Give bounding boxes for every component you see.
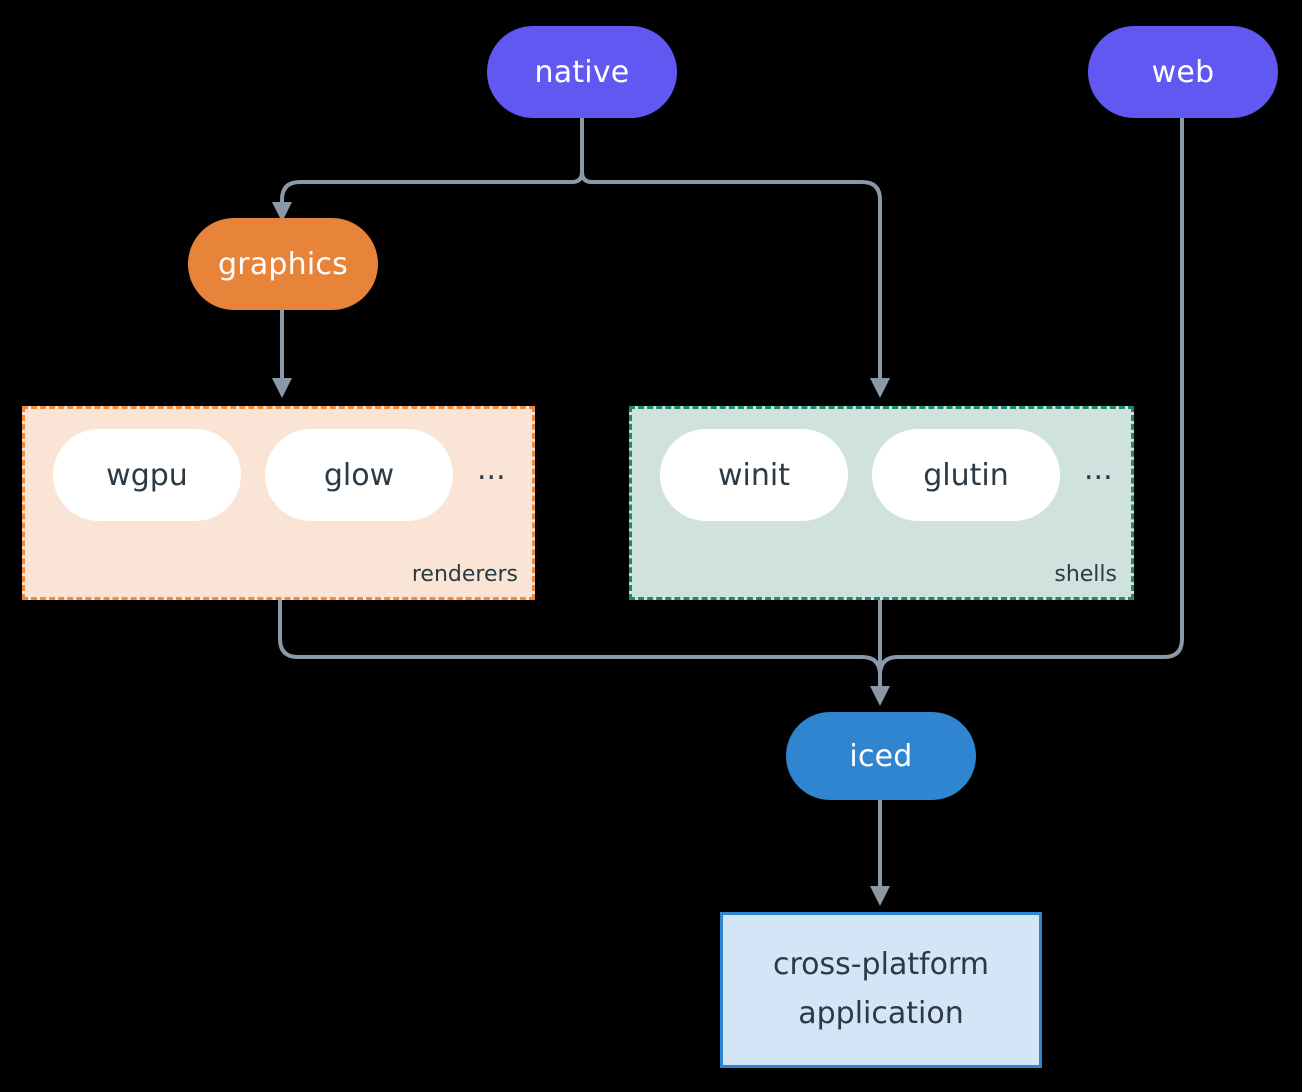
group-renderers[interactable]: wgpu glow ... renderers — [22, 406, 535, 600]
shells-more-ellipsis: ... — [1084, 452, 1113, 487]
node-web[interactable]: web — [1088, 26, 1278, 118]
group-shells-label: shells — [1054, 562, 1117, 587]
group-shells-items: winit glutin ... — [632, 429, 1131, 521]
node-iced[interactable]: iced — [786, 712, 976, 800]
edge-web-to-iced — [878, 116, 1184, 690]
node-iced-label: iced — [849, 738, 913, 774]
chip-wgpu[interactable]: wgpu — [53, 429, 241, 521]
chip-winit[interactable]: winit — [660, 429, 848, 521]
node-application-label-line-2: application — [798, 996, 964, 1031]
group-shells[interactable]: winit glutin ... shells — [629, 406, 1134, 600]
edge-native-to-graphics — [280, 170, 584, 212]
group-renderers-label: renderers — [411, 562, 518, 587]
chip-glutin[interactable]: glutin — [872, 429, 1060, 521]
chip-glow[interactable]: glow — [265, 429, 453, 521]
edge-renderers-to-iced — [278, 598, 882, 690]
edge-native-split — [580, 116, 882, 380]
arrowhead-iced-to-application — [870, 886, 890, 906]
arrowhead-to-iced — [870, 686, 890, 706]
arrowhead-native-to-shells — [870, 378, 890, 398]
chip-glutin-label: glutin — [923, 457, 1009, 493]
node-native-label: native — [534, 54, 630, 90]
chip-winit-label: winit — [718, 457, 790, 493]
arrowhead-graphics-to-renderers — [272, 378, 292, 398]
chip-glow-label: glow — [323, 457, 395, 493]
node-application-label-line-1: cross-platform — [772, 947, 990, 983]
chip-wgpu-label: wgpu — [106, 457, 188, 493]
group-renderers-items: wgpu glow ... — [25, 429, 532, 521]
node-application[interactable]: cross-platform application — [720, 912, 1042, 1068]
node-web-label: web — [1151, 54, 1215, 90]
node-native[interactable]: native — [487, 26, 677, 118]
renderers-more-ellipsis: ... — [477, 452, 506, 487]
node-graphics-label: graphics — [218, 246, 348, 282]
node-graphics[interactable]: graphics — [188, 218, 378, 310]
